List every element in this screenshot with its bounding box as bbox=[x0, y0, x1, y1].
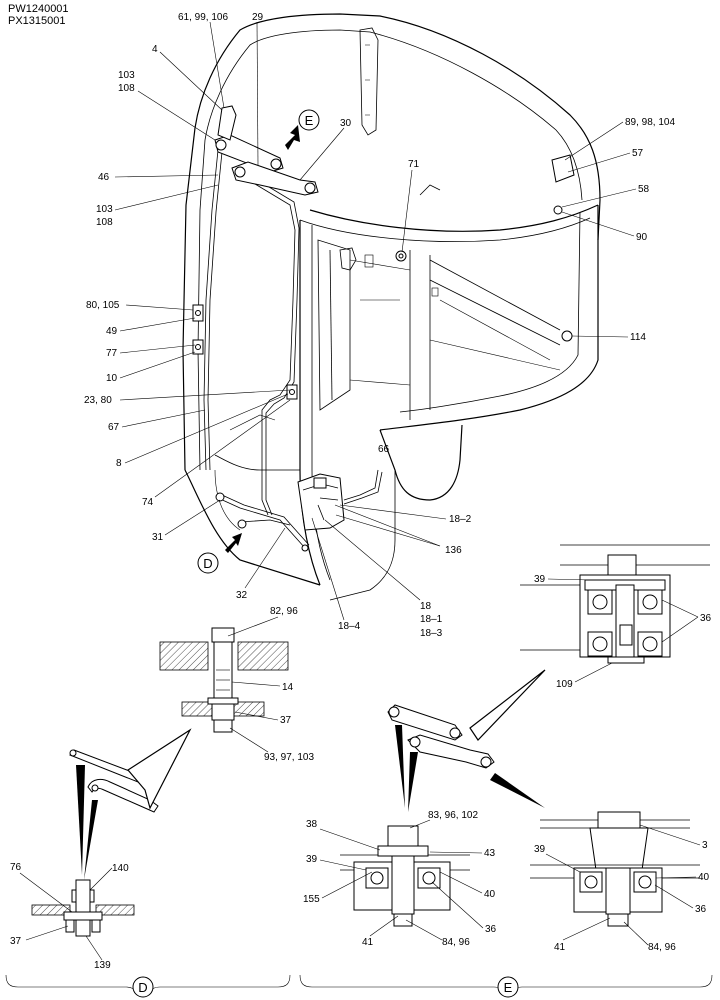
callout: 40 bbox=[484, 889, 496, 900]
detail-e-lower-left: 38 83, 96, 102 43 39 40 155 36 41 84, 96 bbox=[303, 810, 497, 948]
callout: 89, 98, 104 bbox=[625, 117, 675, 128]
detail-d-top: 82, 96 14 37 93, 97, 103 bbox=[159, 606, 314, 763]
callout: 61, 99, 106 bbox=[178, 12, 228, 23]
callout: 77 bbox=[106, 348, 118, 359]
upper-link bbox=[214, 105, 319, 196]
callout: 108 bbox=[96, 217, 113, 228]
control-rods bbox=[192, 149, 310, 552]
callout: 67 bbox=[108, 422, 120, 433]
view-d-letter: D bbox=[203, 556, 212, 571]
callout: 114 bbox=[630, 332, 646, 343]
callout: 18–3 bbox=[420, 628, 443, 639]
callout: 84, 96 bbox=[648, 942, 676, 953]
callout: 18–2 bbox=[449, 514, 472, 525]
callout: 139 bbox=[94, 960, 111, 971]
view-e-letter: E bbox=[305, 113, 314, 128]
callout: 82, 96 bbox=[270, 606, 298, 617]
callout: 109 bbox=[556, 679, 573, 690]
callout: 18–1 bbox=[420, 614, 443, 625]
section-bracket-e: E bbox=[299, 974, 713, 998]
detail-e-link bbox=[387, 669, 546, 812]
callout: 49 bbox=[106, 326, 118, 337]
callout: 84, 96 bbox=[442, 937, 470, 948]
washer-tank bbox=[297, 469, 383, 531]
callout: 37 bbox=[280, 715, 292, 726]
callout: 80, 105 bbox=[86, 300, 120, 311]
callout: 31 bbox=[152, 532, 164, 543]
section-d-letter: D bbox=[138, 980, 147, 995]
detail-d-bottom: 76 140 37 139 bbox=[10, 862, 135, 971]
serial-number-1: PW1240001 bbox=[8, 3, 69, 15]
callout: 108 bbox=[118, 83, 135, 94]
callout: 83, 96, 102 bbox=[428, 810, 478, 821]
callout: 3 bbox=[702, 840, 708, 851]
callout: 41 bbox=[362, 937, 374, 948]
callout: 103 bbox=[96, 204, 113, 215]
callout: 57 bbox=[632, 148, 644, 159]
view-arrows bbox=[225, 125, 300, 553]
callout: 41 bbox=[554, 942, 566, 953]
callout: 39 bbox=[306, 854, 318, 865]
callout: 10 bbox=[106, 373, 118, 384]
detail-e-upper: 39 36 109 bbox=[520, 544, 712, 690]
callout: 140 bbox=[112, 863, 129, 874]
callout: 29 bbox=[252, 12, 264, 23]
callout: 38 bbox=[306, 819, 318, 830]
detail-d-link bbox=[69, 728, 192, 880]
callout: 155 bbox=[303, 894, 320, 905]
callout: 8 bbox=[116, 458, 122, 469]
callout: 103 bbox=[118, 70, 135, 81]
main-callouts: 61, 99, 106 29 4 103 108 30 46 103 108 8… bbox=[84, 12, 675, 639]
callout: 36 bbox=[485, 924, 497, 935]
callout: 36 bbox=[695, 904, 707, 915]
callout: 36 bbox=[700, 613, 712, 624]
callout: 43 bbox=[484, 848, 496, 859]
callout: 39 bbox=[534, 574, 546, 585]
section-bracket-d: D bbox=[5, 974, 291, 998]
serial-number-2: PX1315001 bbox=[8, 15, 66, 27]
callout: 71 bbox=[408, 159, 420, 170]
view-marker-e: E bbox=[298, 109, 320, 131]
callout: 58 bbox=[638, 184, 650, 195]
callout: 39 bbox=[534, 844, 546, 855]
callout: 93, 97, 103 bbox=[264, 752, 314, 763]
callout: 18–4 bbox=[338, 621, 361, 632]
callout: 32 bbox=[236, 590, 248, 601]
callout: 90 bbox=[636, 232, 648, 243]
callout: 30 bbox=[340, 118, 352, 129]
callout: 76 bbox=[10, 862, 22, 873]
callout: 18 bbox=[420, 601, 432, 612]
callout: 136 bbox=[445, 545, 462, 556]
callout: 74 bbox=[142, 497, 154, 508]
callout: 4 bbox=[152, 44, 158, 55]
view-marker-d: D bbox=[197, 552, 219, 574]
callout: 46 bbox=[98, 172, 110, 183]
cab-body bbox=[182, 13, 601, 601]
callout: 66 bbox=[378, 444, 390, 455]
grommets bbox=[395, 154, 575, 342]
section-e-letter: E bbox=[504, 980, 513, 995]
callout: 40 bbox=[698, 872, 710, 883]
callout: 23, 80 bbox=[84, 395, 112, 406]
callout: 37 bbox=[10, 936, 22, 947]
detail-e-lower-right: 3 39 40 36 41 84, 96 bbox=[530, 811, 710, 953]
callout: 14 bbox=[282, 682, 294, 693]
